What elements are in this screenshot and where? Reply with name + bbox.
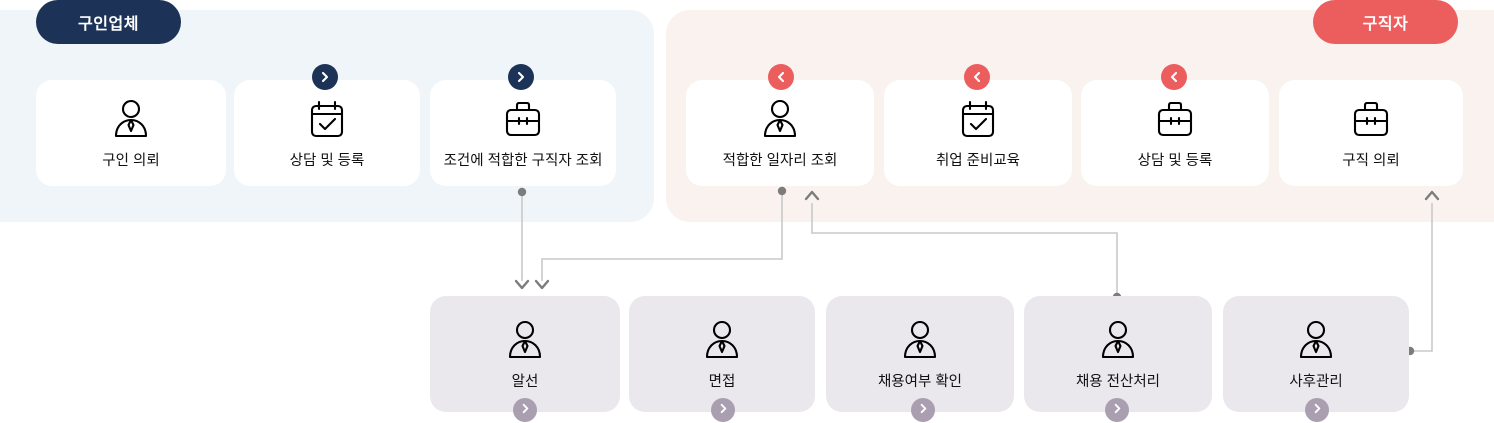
- employer-step-badge-2[interactable]: [508, 64, 534, 90]
- shared-step-label-0: 알선: [511, 374, 539, 390]
- shared-step-card-2[interactable]: 채용여부 확인: [826, 296, 1014, 412]
- person-icon: [1098, 317, 1138, 361]
- chevron-right-icon: [1112, 401, 1123, 419]
- shared-step-label-1: 면접: [708, 374, 736, 390]
- employer-step-label-1: 상담 및 등록: [289, 153, 365, 169]
- employer-step-badge-1[interactable]: [312, 64, 338, 90]
- employer-pill: 구인업체: [36, 0, 181, 44]
- briefcase-icon: [503, 96, 543, 140]
- chevron-right-icon: [1312, 401, 1323, 419]
- shared-step-label-2: 채용여부 확인: [877, 374, 963, 390]
- shared-step-badge-0[interactable]: [513, 398, 537, 422]
- shared-step-label-4: 사후관리: [1289, 374, 1343, 390]
- employer-step-card-1[interactable]: 상담 및 등록: [234, 80, 420, 186]
- employer-step-label-0: 구인 의뢰: [102, 153, 160, 169]
- seeker-step-card-0[interactable]: 적합한 일자리 조회: [686, 80, 874, 186]
- seeker-step-badge-0[interactable]: [768, 64, 794, 90]
- calendar-check-icon: [307, 96, 347, 140]
- employer-step-card-2[interactable]: 조건에 적합한 구직자 조회: [430, 80, 616, 186]
- arrowhead-down-matching-a: [514, 279, 530, 290]
- person-icon: [111, 96, 151, 140]
- person-icon: [505, 317, 545, 361]
- arrowhead-down-matching-b: [534, 279, 550, 290]
- person-icon: [760, 96, 800, 140]
- seeker-step-card-2[interactable]: 상담 및 등록: [1081, 80, 1269, 186]
- chevron-left-icon: [1168, 71, 1180, 83]
- person-icon: [1296, 317, 1336, 361]
- shared-step-card-1[interactable]: 면접: [629, 296, 815, 412]
- chevron-right-icon: [718, 401, 729, 419]
- shared-step-badge-2[interactable]: [911, 398, 935, 422]
- seeker-pill: 구직자: [1313, 0, 1458, 44]
- employer-pill-label: 구인업체: [78, 16, 139, 33]
- person-icon: [900, 317, 940, 361]
- shared-step-card-3[interactable]: 채용 전산처리: [1024, 296, 1212, 412]
- seeker-step-card-3[interactable]: 구직 의뢰: [1279, 80, 1463, 186]
- briefcase-icon: [1155, 96, 1195, 140]
- connector-followup-to-jobrequest: [1410, 203, 1433, 352]
- shared-step-card-4[interactable]: 사후관리: [1223, 296, 1409, 412]
- seeker-step-label-1: 취업 준비교육: [935, 153, 1021, 169]
- briefcase-icon: [1351, 96, 1391, 140]
- shared-step-badge-4[interactable]: [1305, 398, 1329, 422]
- person-icon: [702, 317, 742, 361]
- chevron-left-icon: [775, 71, 787, 83]
- employer-step-card-0[interactable]: 구인 의뢰: [36, 80, 226, 186]
- shared-step-label-3: 채용 전산처리: [1075, 374, 1161, 390]
- seeker-step-label-3: 구직 의뢰: [1342, 153, 1400, 169]
- seeker-step-badge-1[interactable]: [964, 64, 990, 90]
- chevron-right-icon: [319, 71, 331, 83]
- chevron-left-icon: [971, 71, 983, 83]
- chevron-right-icon: [918, 401, 929, 419]
- chevron-right-icon: [515, 71, 527, 83]
- calendar-check-icon: [958, 96, 998, 140]
- seeker-pill-label: 구직자: [1362, 16, 1409, 33]
- seeker-step-badge-2[interactable]: [1161, 64, 1187, 90]
- seeker-step-card-1[interactable]: 취업 준비교육: [884, 80, 1072, 186]
- shared-step-card-0[interactable]: 알선: [430, 296, 620, 412]
- seeker-step-label-0: 적합한 일자리 조회: [722, 153, 838, 169]
- employer-step-label-2: 조건에 적합한 구직자 조회: [443, 153, 603, 169]
- seeker-step-label-2: 상담 및 등록: [1137, 153, 1213, 169]
- chevron-right-icon: [520, 401, 531, 419]
- shared-step-badge-1[interactable]: [711, 398, 735, 422]
- shared-step-badge-3[interactable]: [1105, 398, 1129, 422]
